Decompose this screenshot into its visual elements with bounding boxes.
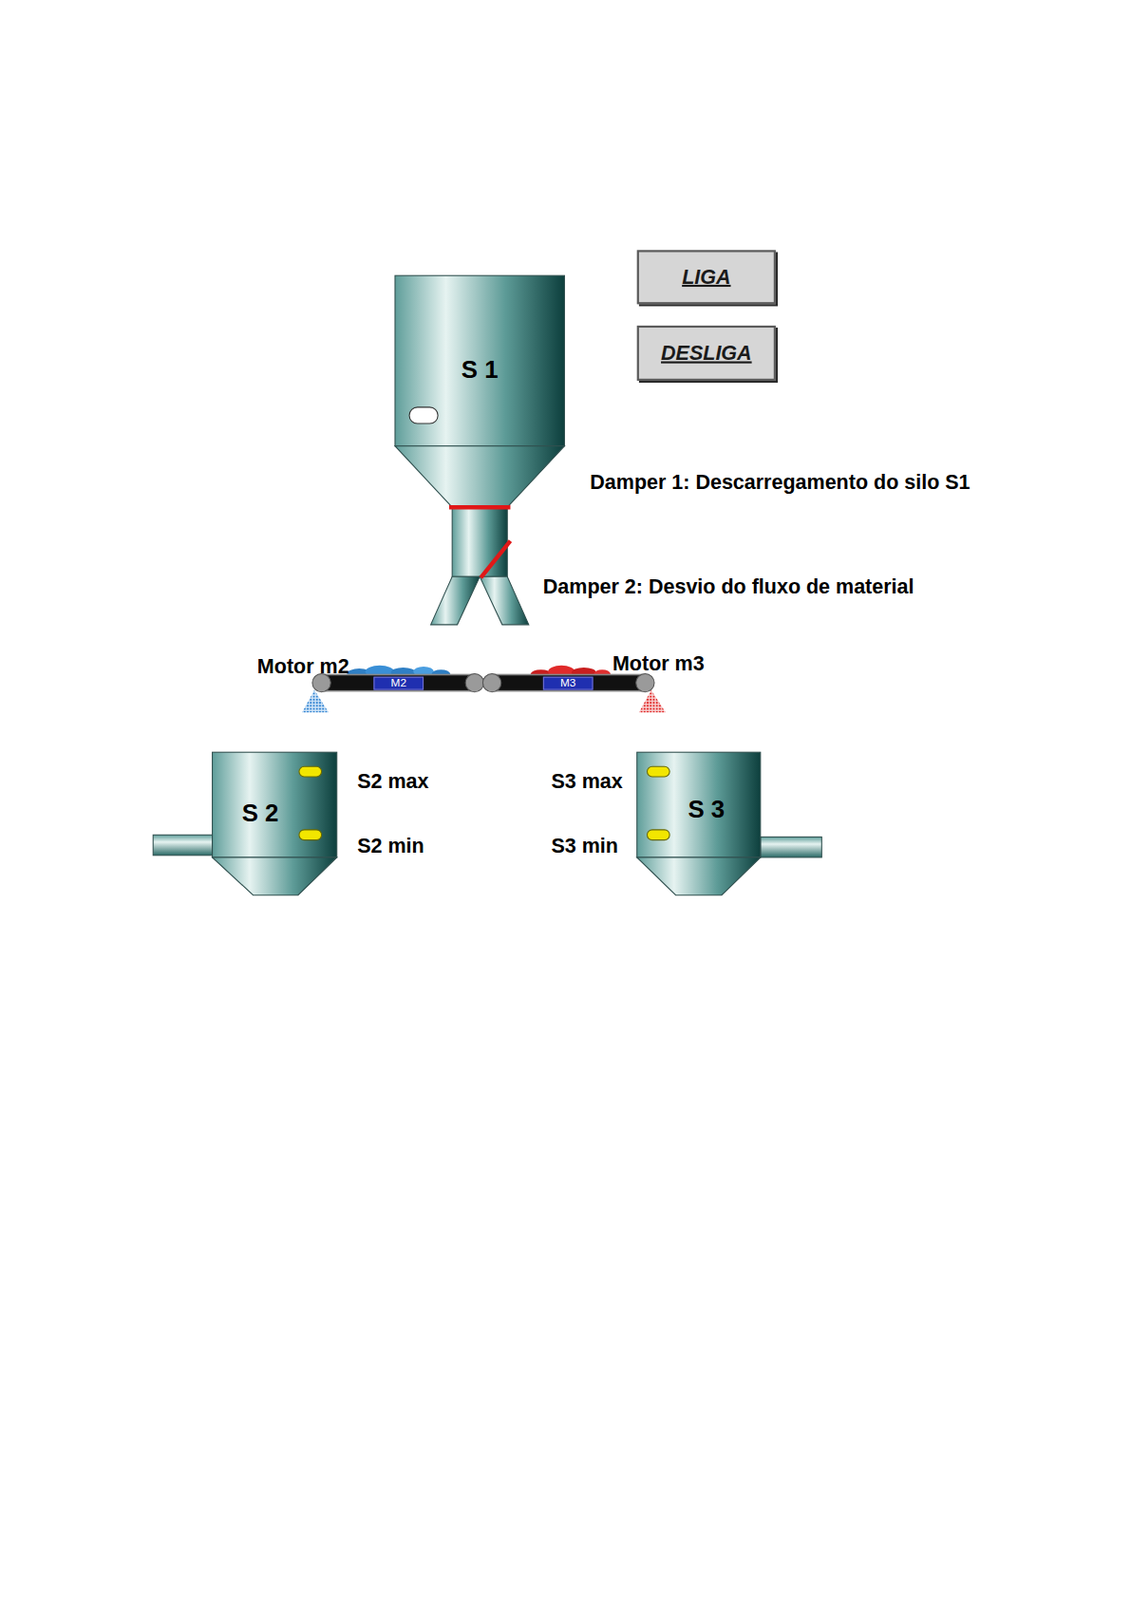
illustration-part [465,673,484,692]
illustration-part [395,446,565,508]
silo-s3 [637,752,823,895]
silo-body: S 2 [212,752,338,858]
illustration-part [760,836,822,857]
damper-1 [449,505,510,509]
level-sensor [646,829,670,841]
node-text: DESLIGA [660,341,753,366]
silo-s2 [152,752,337,895]
illustration-part [491,675,645,692]
node-text: LIGA [681,264,731,289]
text-label: Motor m3 [612,651,705,677]
motor-tag: M2 [373,676,424,690]
silo-body: S 3 [637,752,761,858]
illustration-part [482,673,501,692]
illustration-part [479,576,529,625]
illustration-part [301,690,329,714]
illustration-part [152,834,212,855]
silo-s1 [395,275,565,625]
push-button: LIGA [637,249,776,304]
illustration-part [301,690,329,714]
illustration-part [212,857,338,896]
push-button: DESLIGA [637,325,776,381]
text-label: Damper 1: Descarregamento do silo S1 [589,469,970,494]
node-text: M3 [560,677,576,689]
text-label: S3 max [550,768,623,793]
illustration-part [639,690,666,714]
illustration-part [395,275,565,447]
illustration-part [452,507,508,577]
silo-body: S 1 [395,275,565,447]
motor-tag: M3 [543,676,594,690]
text-label: Motor m2 [257,654,350,679]
text-label: S2 min [357,832,424,858]
illustration-part [637,752,761,858]
illustration-part [639,690,666,714]
illustration-part [409,407,438,424]
text-label: Damper 2: Desvio do fluxo de material [543,573,915,599]
text-label: S2 max [357,768,429,793]
illustration-part [212,752,338,858]
node-text: S 2 [242,801,280,827]
illustration-part [431,576,481,625]
text-label: S3 min [550,832,618,858]
illustration-part [637,857,761,896]
node-text: S 1 [461,357,499,382]
level-sensor [299,829,322,841]
damper-2 [480,541,510,579]
level-sensor [299,766,322,777]
node-text: M2 [391,677,407,689]
node-text: S 3 [687,796,725,822]
illustration-part [636,673,655,692]
level-sensor [646,766,670,777]
